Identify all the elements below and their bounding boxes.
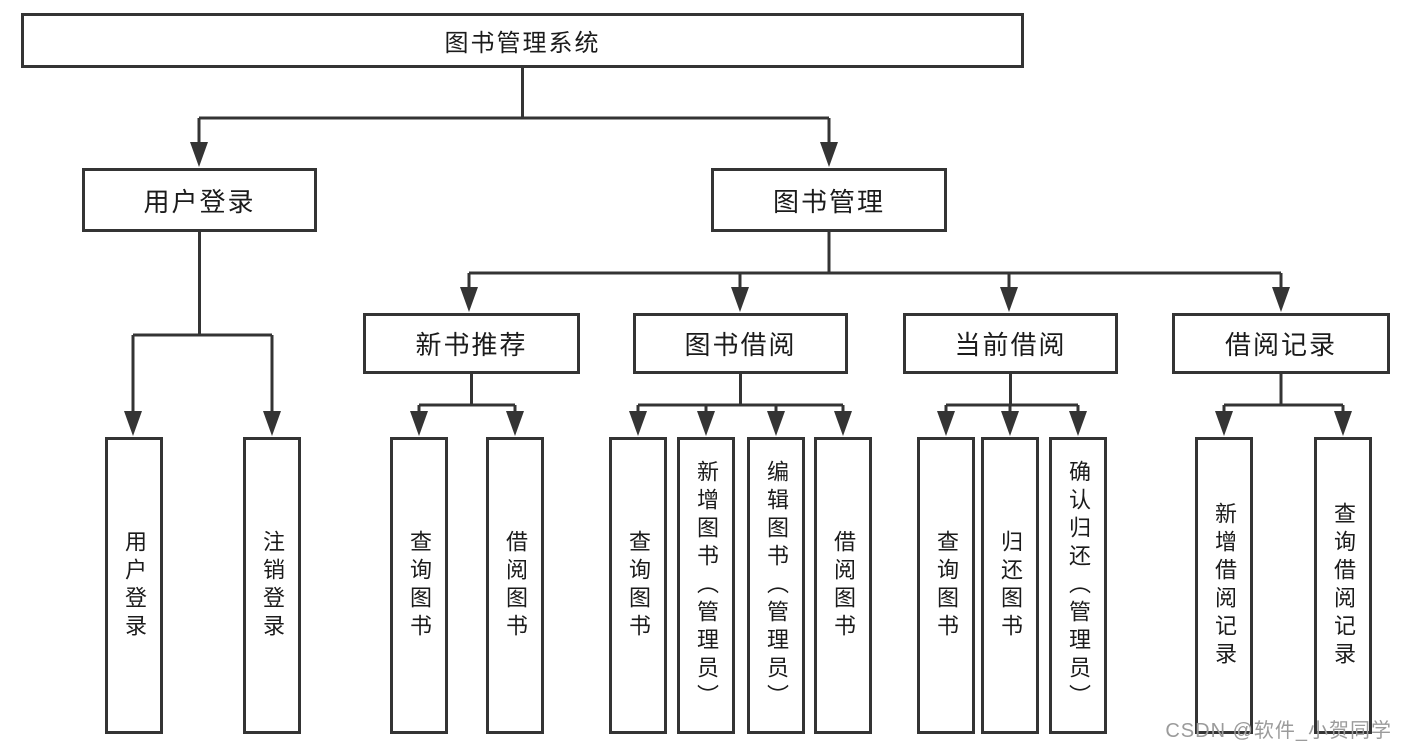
- connector-new-book-group: [417, 374, 517, 414]
- node-leaf-query-book-3: 查询图书: [917, 437, 975, 734]
- node-label: 查询图书: [407, 529, 432, 642]
- node-label: 借阅图书: [503, 529, 528, 642]
- node-label: 图书管理: [772, 186, 885, 217]
- node-label: 查询图书: [626, 529, 651, 642]
- node-label: 新书推荐: [415, 330, 528, 360]
- node-label: 图书管理系统: [444, 30, 601, 57]
- node-leaf-confirm-return-admin: 确认归还（管理员）: [1049, 437, 1107, 734]
- node-leaf-borrow-book-2: 借阅图书: [814, 437, 872, 734]
- node-label: 新增图书（管理员）: [694, 459, 719, 712]
- node-label: 确认归还（管理员）: [1066, 459, 1091, 712]
- node-label: 用户登录: [122, 529, 147, 642]
- node-label: 用户登录: [143, 186, 256, 217]
- node-leaf-edit-book-admin: 编辑图书（管理员）: [747, 437, 805, 734]
- node-label: 借阅记录: [1224, 330, 1337, 360]
- node-book-borrow: 图书借阅: [633, 313, 848, 374]
- node-leaf-return-book: 归还图书: [981, 437, 1039, 734]
- node-leaf-query-book-2: 查询图书: [609, 437, 667, 734]
- node-label: 查询借阅记录: [1331, 501, 1356, 670]
- node-label: 注销登录: [260, 529, 285, 642]
- connector-user-login-group: [131, 232, 274, 414]
- connector-borrow-record-group: [1222, 374, 1345, 414]
- node-current-borrow: 当前借阅: [903, 313, 1118, 374]
- arrowheads: [124, 142, 1352, 436]
- node-leaf-query-borrow-record: 查询借阅记录: [1314, 437, 1372, 734]
- node-label: 当前借阅: [954, 330, 1067, 360]
- connector-book-borrow-group: [636, 374, 845, 414]
- node-library-management-system: 图书管理系统: [21, 13, 1024, 68]
- node-label: 归还图书: [998, 529, 1023, 642]
- node-label: 查询图书: [934, 529, 959, 642]
- node-leaf-logout: 注销登录: [243, 437, 301, 734]
- node-leaf-add-borrow-record: 新增借阅记录: [1195, 437, 1253, 734]
- node-leaf-add-book-admin: 新增图书（管理员）: [677, 437, 735, 734]
- node-leaf-user-login: 用户登录: [105, 437, 163, 734]
- connector-current-borrow-group: [944, 374, 1080, 414]
- node-label: 编辑图书（管理员）: [764, 459, 789, 712]
- node-leaf-borrow-book-1: 借阅图书: [486, 437, 544, 734]
- node-label: 图书借阅: [684, 330, 797, 360]
- node-new-book-recommend: 新书推荐: [363, 313, 580, 374]
- node-label: 借阅图书: [831, 529, 856, 642]
- node-borrow-record: 借阅记录: [1172, 313, 1390, 374]
- node-book-management: 图书管理: [711, 168, 947, 232]
- node-label: 新增借阅记录: [1212, 501, 1237, 670]
- node-user-login: 用户登录: [82, 168, 317, 232]
- connector-book-mgmt-group: [467, 232, 1283, 290]
- node-leaf-query-book-1: 查询图书: [390, 437, 448, 734]
- connector-root-to-level2: [197, 68, 831, 146]
- csdn-watermark: CSDN @软件_小贺同学: [1165, 720, 1392, 742]
